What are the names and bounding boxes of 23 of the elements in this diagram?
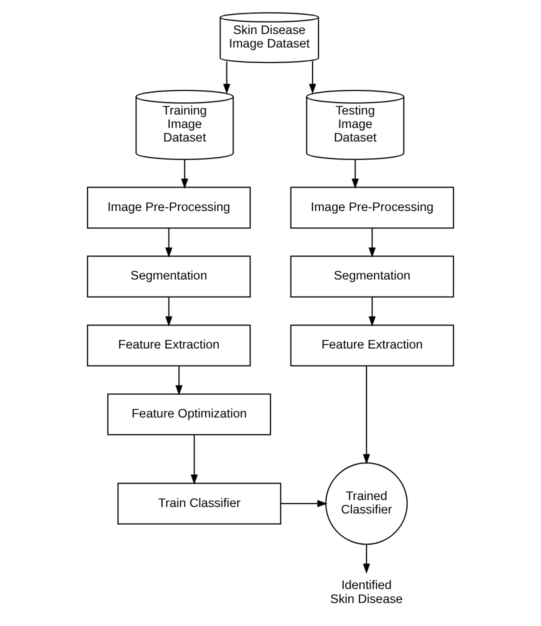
node-box: Segmentation xyxy=(86,256,251,298)
node-box: Train Classifier xyxy=(117,482,282,524)
arrow xyxy=(175,366,183,396)
arrow xyxy=(309,61,316,94)
node-box: Feature Extraction xyxy=(86,324,251,366)
node-text: Identified Skin Disease xyxy=(330,578,403,606)
arrow xyxy=(352,160,359,189)
arrow xyxy=(368,228,376,258)
arrow xyxy=(280,500,328,508)
node-box: Image Pre-Processing xyxy=(290,186,454,229)
arrow xyxy=(362,544,370,574)
node-box: Feature Extraction xyxy=(290,324,454,366)
arrow xyxy=(190,435,198,485)
arrow xyxy=(165,297,172,327)
arrow xyxy=(223,62,230,94)
arrow xyxy=(165,228,172,258)
arrow xyxy=(368,297,376,327)
node-circle: Trained Classifier xyxy=(325,462,408,545)
arrow xyxy=(181,160,188,189)
node-box: Feature Optimization xyxy=(107,393,272,436)
node-box: Image Pre-Processing xyxy=(86,186,251,229)
arrow xyxy=(362,366,370,464)
node-box: Segmentation xyxy=(290,256,454,298)
